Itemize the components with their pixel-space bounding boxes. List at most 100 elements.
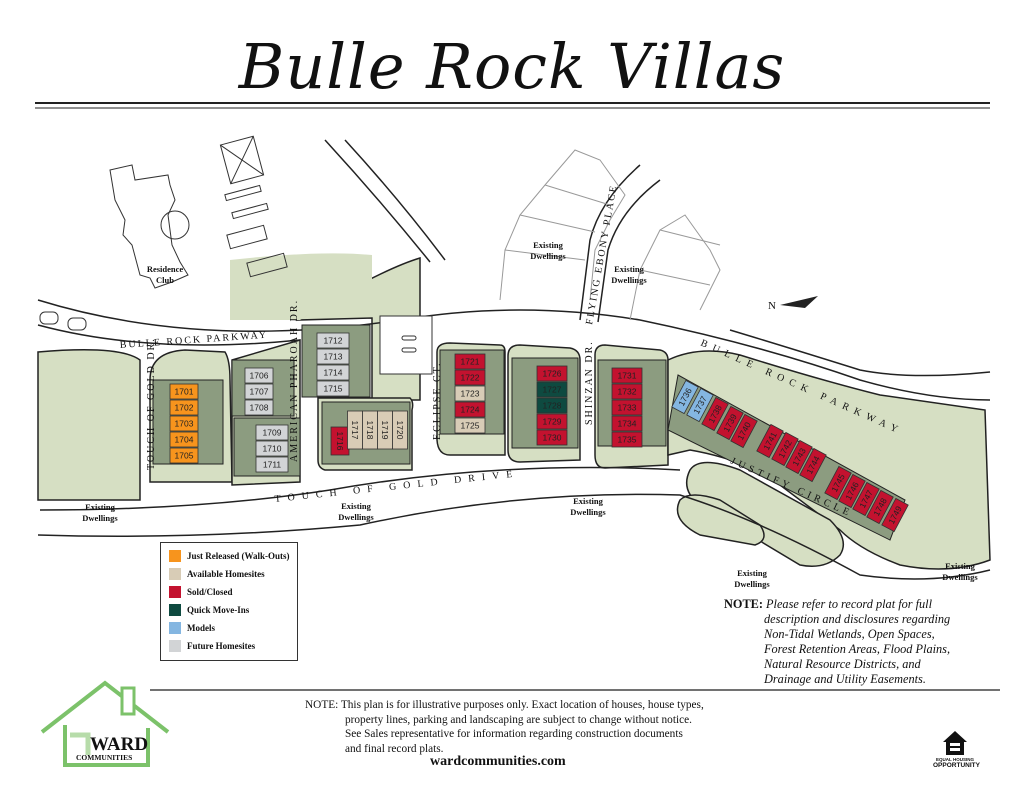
lot-shape[interactable]: [169, 383, 199, 400]
lot-shape[interactable]: [536, 381, 568, 398]
lot-shape[interactable]: [454, 417, 486, 434]
lot-1701[interactable]: 1701: [169, 383, 199, 400]
lot-1739[interactable]: 1739: [716, 405, 744, 441]
lot-1705[interactable]: 1705: [169, 447, 199, 464]
lot-1743[interactable]: 1743: [785, 439, 813, 475]
lot-1721[interactable]: 1721: [454, 353, 486, 370]
lot-shape[interactable]: [536, 397, 568, 414]
lot-shape[interactable]: [671, 379, 699, 415]
lot-1742[interactable]: 1742: [771, 431, 799, 467]
lot-1719[interactable]: 1719: [377, 410, 393, 450]
lot-shape[interactable]: [255, 456, 289, 473]
lot-shape[interactable]: [454, 353, 486, 370]
lot-shape[interactable]: [611, 415, 643, 432]
lot-shape[interactable]: [771, 431, 799, 467]
lot-1706[interactable]: 1706: [244, 367, 274, 384]
website-link[interactable]: wardcommunities.com: [430, 754, 566, 769]
lot-1747[interactable]: 1747: [852, 481, 880, 517]
lot-shape[interactable]: [824, 465, 852, 501]
lot-1708[interactable]: 1708: [244, 399, 274, 416]
lot-shape[interactable]: [611, 431, 643, 448]
lot-shape[interactable]: [244, 383, 274, 400]
lot-1702[interactable]: 1702: [169, 399, 199, 416]
lot-shape[interactable]: [611, 367, 643, 384]
lot-1704[interactable]: 1704: [169, 431, 199, 448]
lot-shape[interactable]: [255, 424, 289, 441]
lot-1718[interactable]: 1718: [362, 410, 378, 450]
lot-shape[interactable]: [701, 396, 729, 432]
lot-1722[interactable]: 1722: [454, 369, 486, 386]
lot-number: 1722: [461, 373, 480, 383]
lot-1724[interactable]: 1724: [454, 401, 486, 418]
lot-shape[interactable]: [536, 413, 568, 430]
lot-1748[interactable]: 1748: [866, 489, 894, 525]
lot-1715[interactable]: 1715: [316, 380, 350, 397]
lot-shape[interactable]: [244, 367, 274, 384]
lot-1740[interactable]: 1740: [730, 413, 758, 449]
lot-shape[interactable]: [454, 385, 486, 402]
lot-shape[interactable]: [255, 440, 289, 457]
lot-shape[interactable]: [316, 364, 350, 381]
lot-shape[interactable]: [169, 415, 199, 432]
lot-1738[interactable]: 1738: [701, 396, 729, 432]
lot-1735[interactable]: 1735: [611, 431, 643, 448]
lot-1731[interactable]: 1731: [611, 367, 643, 384]
lot-1727[interactable]: 1727: [536, 381, 568, 398]
lot-shape[interactable]: [392, 410, 408, 450]
lot-1732[interactable]: 1732: [611, 383, 643, 400]
lot-shape[interactable]: [244, 399, 274, 416]
lot-1734[interactable]: 1734: [611, 415, 643, 432]
lot-1726[interactable]: 1726: [536, 365, 568, 382]
lot-shape[interactable]: [756, 423, 784, 459]
lot-1703[interactable]: 1703: [169, 415, 199, 432]
lot-1749[interactable]: 1749: [881, 497, 909, 533]
lot-shape[interactable]: [454, 401, 486, 418]
lot-shape[interactable]: [454, 369, 486, 386]
lot-1709[interactable]: 1709: [255, 424, 289, 441]
lot-1712[interactable]: 1712: [316, 332, 350, 349]
page-title: Bulle Rock Villas: [238, 30, 786, 103]
lot-shape[interactable]: [169, 399, 199, 416]
street-bulle-rock-parkway-west: BULLE ROCK PARKWAY: [119, 330, 268, 351]
lot-1745[interactable]: 1745: [824, 465, 852, 501]
lot-shape[interactable]: [799, 447, 827, 483]
lot-1736[interactable]: 1736: [671, 379, 699, 415]
lot-1741[interactable]: 1741: [756, 423, 784, 459]
lot-1730[interactable]: 1730: [536, 429, 568, 446]
lot-shape[interactable]: [838, 473, 866, 509]
lot-number: 1728: [543, 401, 562, 411]
lot-shape[interactable]: [730, 413, 758, 449]
lot-shape[interactable]: [316, 380, 350, 397]
lot-1711[interactable]: 1711: [255, 456, 289, 473]
lot-1720[interactable]: 1720: [392, 410, 408, 450]
lot-shape[interactable]: [316, 332, 350, 349]
lot-1733[interactable]: 1733: [611, 399, 643, 416]
lot-1717[interactable]: 1717: [347, 410, 363, 450]
lot-1725[interactable]: 1725: [454, 417, 486, 434]
lot-1713[interactable]: 1713: [316, 348, 350, 365]
lot-shape[interactable]: [169, 447, 199, 464]
lot-shape[interactable]: [536, 365, 568, 382]
lot-shape[interactable]: [169, 431, 199, 448]
lot-1729[interactable]: 1729: [536, 413, 568, 430]
lot-shape[interactable]: [611, 383, 643, 400]
lot-shape[interactable]: [536, 429, 568, 446]
lot-1728[interactable]: 1728: [536, 397, 568, 414]
lot-shape[interactable]: [866, 489, 894, 525]
lot-shape[interactable]: [611, 399, 643, 416]
lot-shape[interactable]: [881, 497, 909, 533]
legend-item-future: Future Homesites: [169, 638, 297, 654]
lot-shape[interactable]: [716, 405, 744, 441]
lot-1714[interactable]: 1714: [316, 364, 350, 381]
lot-1746[interactable]: 1746: [838, 473, 866, 509]
lot-1737[interactable]: 1737: [686, 387, 714, 423]
lot-1723[interactable]: 1723: [454, 385, 486, 402]
lot-1716[interactable]: 1716: [330, 426, 350, 456]
lot-shape[interactable]: [785, 439, 813, 475]
lot-1707[interactable]: 1707: [244, 383, 274, 400]
lot-shape[interactable]: [852, 481, 880, 517]
lot-shape[interactable]: [316, 348, 350, 365]
lot-1710[interactable]: 1710: [255, 440, 289, 457]
lot-1744[interactable]: 1744: [799, 447, 827, 483]
lot-shape[interactable]: [686, 387, 714, 423]
